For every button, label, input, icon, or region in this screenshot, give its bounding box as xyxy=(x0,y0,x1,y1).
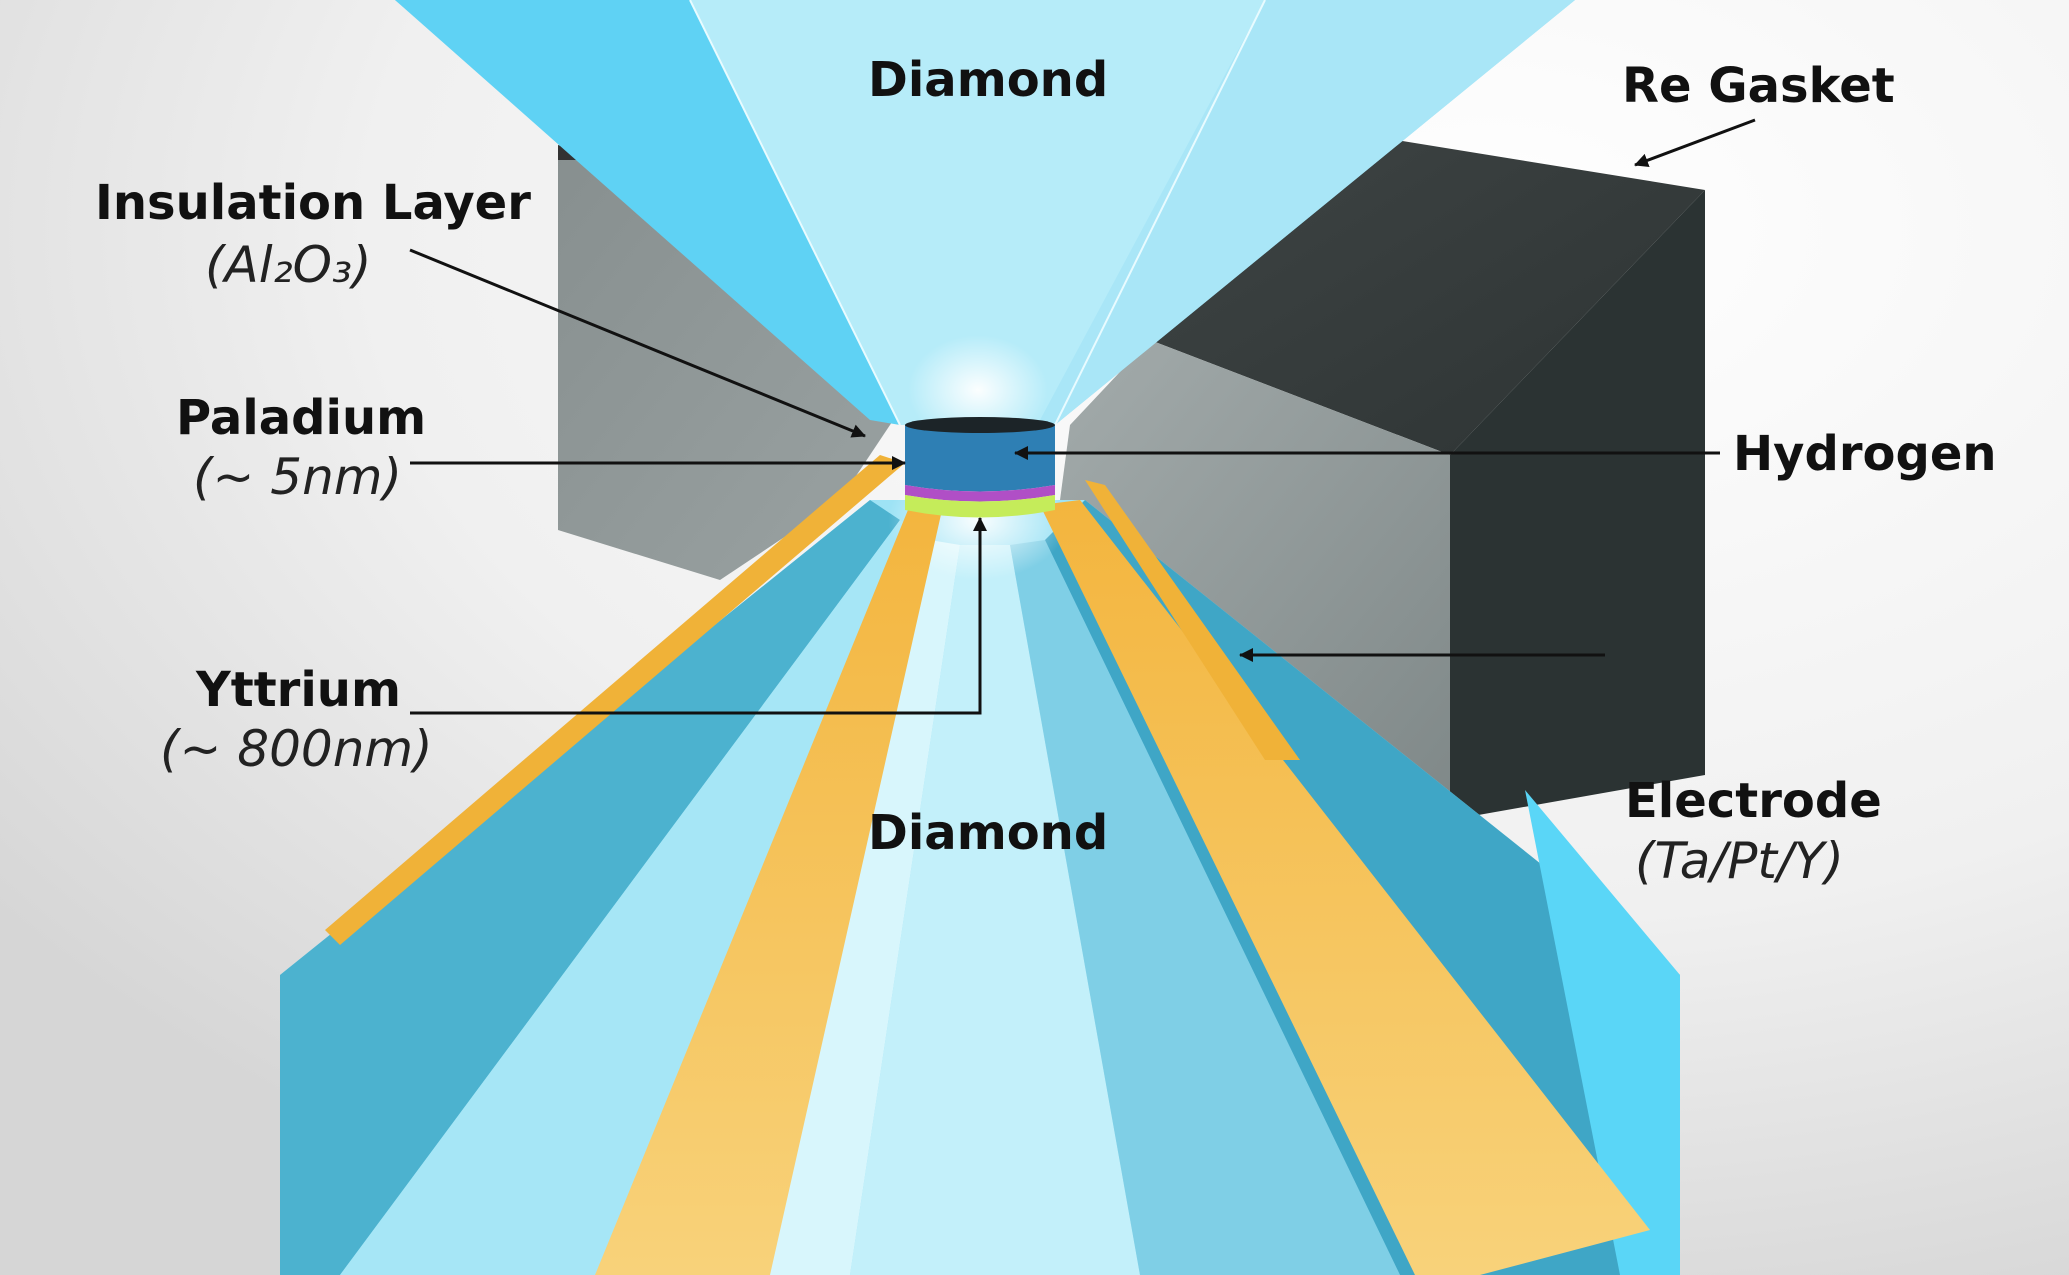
paladium-label: Paladium xyxy=(176,390,427,446)
electrode-strip-far-right xyxy=(1085,480,1300,760)
insulation-layer-label: Insulation Layer xyxy=(95,175,531,231)
diamond-top xyxy=(395,0,1575,445)
electrode-strips xyxy=(325,455,1650,1275)
insulation-layer xyxy=(905,417,1055,433)
sample-stack xyxy=(905,417,1055,518)
yttrium-thickness-label: (~ 800nm) xyxy=(160,720,433,778)
hydrogen-sample xyxy=(905,425,1055,492)
insulation-formula-label: (Al₂O₃) xyxy=(205,236,372,294)
yttrium-label: Yttrium xyxy=(196,662,401,718)
electrode-material-label: (Ta/Pt/Y) xyxy=(1635,832,1844,890)
diamond-bottom-label: Diamond xyxy=(868,805,1109,861)
electrode-label: Electrode xyxy=(1625,773,1882,829)
paladium-layer xyxy=(905,485,1055,502)
leader-lines xyxy=(409,118,1756,715)
diamond-top-label: Diamond xyxy=(868,52,1109,108)
electrode-strip-left xyxy=(595,505,942,1275)
electrode-strip-far-left xyxy=(325,455,905,945)
re-gasket-label: Re Gasket xyxy=(1622,58,1895,114)
paladium-thickness-label: (~ 5nm) xyxy=(193,448,403,506)
arrow-re-gasket xyxy=(1634,118,1756,167)
arrow-insulation xyxy=(409,248,866,438)
yttrium-layer xyxy=(905,495,1055,518)
arrow-yttrium xyxy=(410,517,987,715)
electrode-strip-right xyxy=(1040,500,1650,1275)
hydrogen-label: Hydrogen xyxy=(1733,426,1997,482)
